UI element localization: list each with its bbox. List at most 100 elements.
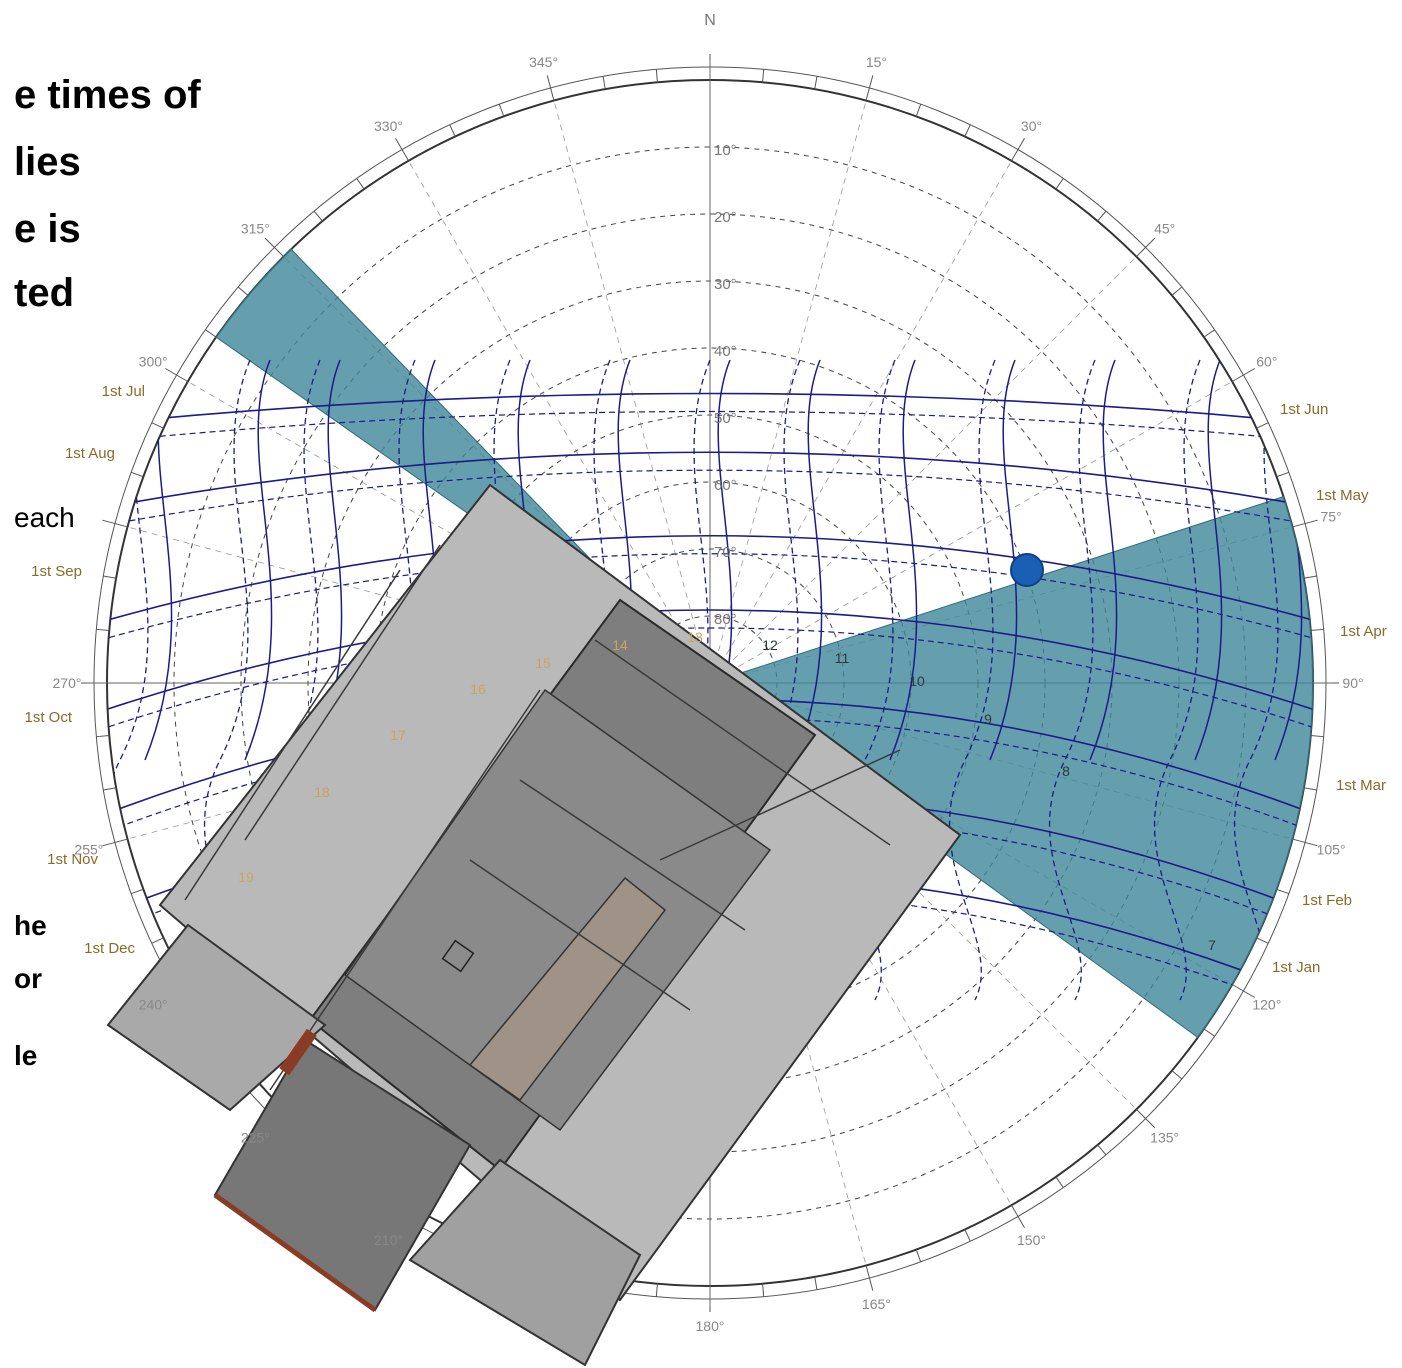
month-label: 1st Dec (84, 940, 135, 957)
ring-tick (1231, 984, 1255, 998)
month-sun-path-dashed (107, 469, 1313, 529)
altitude-label: 80° (714, 611, 737, 628)
azimuth-label: 120° (1252, 997, 1281, 1013)
ring-tick (655, 1283, 658, 1297)
hour-analemma (1048, 359, 1096, 1001)
ring-tick (1310, 735, 1324, 738)
overlay-text-line-4: ted (14, 271, 74, 315)
month-sun-path-dashed (107, 410, 1313, 444)
ring-tick (1292, 519, 1318, 528)
ring-tick (814, 1276, 818, 1290)
ring-tick (313, 210, 323, 222)
altitude-labels: 10°20°30°40°50°60°70°80° (714, 142, 737, 628)
ring-tick (1303, 787, 1317, 791)
hour-label: 12 (762, 637, 778, 653)
hour-analemma-solid (1089, 359, 1118, 761)
ring-tick (205, 329, 217, 338)
hour-analemma (948, 359, 996, 1001)
azimuth-label: 45° (1154, 220, 1175, 236)
month-label: 1st Apr (1340, 623, 1387, 640)
ring-tick (1136, 237, 1156, 257)
ring-tick (865, 75, 874, 101)
month-label: 1st Nov (47, 851, 98, 868)
ring-tick (546, 75, 555, 101)
overlay-text-line-8: le (14, 1040, 38, 1071)
azimuth-label: 150° (1017, 1232, 1046, 1248)
ring-tick (1055, 178, 1064, 190)
ring-tick (1011, 1204, 1025, 1228)
ring-tick (102, 519, 128, 528)
azimuth-label: 270° (53, 675, 82, 691)
ring-tick (1171, 1070, 1183, 1080)
hour-label: 11 (835, 650, 850, 666)
ring-tick (1097, 1144, 1107, 1156)
building-wing-left (106, 923, 327, 1112)
overlay-text-line-2: lies (14, 140, 81, 184)
month-sun-path (107, 451, 1313, 511)
ring-tick (655, 69, 658, 83)
azimuth-label: 15° (866, 54, 887, 70)
azimuth-labels: 15°30°45°60°75°90°105°120°135°150°165°18… (53, 54, 1364, 1334)
month-label: 1st Feb (1302, 892, 1352, 909)
month-sun-path (107, 534, 1313, 626)
altitude-label: 70° (714, 544, 737, 561)
roof-vent-accent (279, 1028, 317, 1076)
overlay-text-line-7: or (14, 963, 42, 994)
hour-analemma-solid (989, 359, 1018, 761)
ring-tick (1097, 210, 1107, 222)
month-label: 1st Sep (31, 563, 82, 580)
ring-tick (449, 124, 456, 137)
overlay-text-line-6: he (14, 910, 47, 941)
hour-analemma (1233, 359, 1281, 1001)
month-label: 1st Oct (24, 709, 72, 726)
ring-tick (602, 76, 606, 90)
hour-label: 8 (1062, 763, 1070, 779)
hour-label: 10 (909, 673, 925, 689)
azimuth-spoke (553, 100, 711, 684)
overlay-text-line-1: e times of (14, 73, 201, 117)
month-label: 1st Jun (1280, 401, 1328, 418)
azimuth-spoke (709, 381, 1233, 684)
azimuth-label: 60° (1256, 354, 1277, 370)
ring-tick (1256, 937, 1269, 944)
azimuth-label: 240° (139, 997, 168, 1013)
month-label: 1st May (1316, 487, 1369, 504)
azimuth-label: 210° (374, 1232, 403, 1248)
azimuth-label: 90° (1342, 675, 1363, 691)
ring-tick (1055, 1176, 1064, 1188)
altitude-label: 60° (714, 477, 737, 494)
hour-label: 17 (390, 727, 406, 743)
ring-tick (102, 838, 128, 847)
hour-label: 9 (984, 711, 992, 727)
ring-tick (237, 286, 249, 296)
ring-tick (103, 575, 117, 579)
ring-tick (356, 178, 365, 190)
ring-tick (151, 422, 164, 429)
ring-tick (915, 103, 922, 117)
month-sun-path-dashed (107, 627, 1313, 734)
ring-tick (498, 103, 505, 117)
azimuth-spoke (709, 100, 867, 684)
altitude-label: 20° (714, 209, 737, 226)
ring-tick (130, 888, 144, 895)
ring-tick (1011, 138, 1025, 162)
ring-tick (1231, 368, 1255, 382)
azimuth-label: 165° (862, 1296, 891, 1312)
ring-tick (395, 138, 409, 162)
overlay-text-line-5: each (14, 502, 75, 533)
azimuth-label: 30° (1021, 118, 1042, 134)
building-wing-right (408, 1158, 642, 1367)
ring-tick (151, 937, 164, 944)
altitude-label: 30° (714, 276, 737, 293)
hour-label: 19 (238, 869, 254, 885)
azimuth-spoke (709, 160, 1012, 684)
ring-tick (1292, 838, 1318, 847)
hour-analemma-solid (1194, 359, 1223, 761)
azimuth-label: 135° (1150, 1130, 1179, 1146)
shading-sector (708, 496, 1314, 1039)
azimuth-label: 345° (529, 54, 558, 70)
ring-tick (1310, 628, 1324, 631)
ring-tick (1203, 1028, 1215, 1037)
overlay-text-line-3: e is (14, 207, 81, 251)
ring-tick (1203, 329, 1215, 338)
